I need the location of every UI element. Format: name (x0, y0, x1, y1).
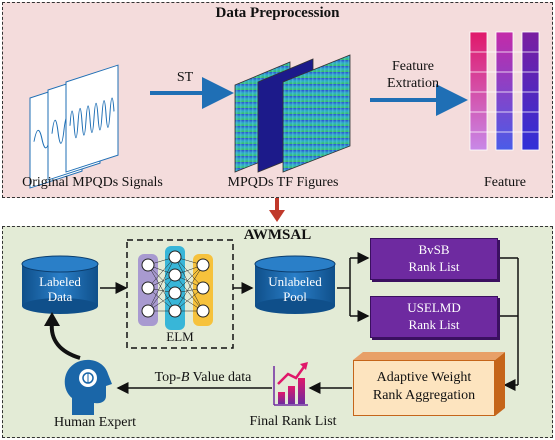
panel-connector-arrow (269, 198, 285, 222)
adaptive-weight-rank-aggregation-box: Adaptive Weight Rank Aggregation (353, 360, 495, 416)
final-rank-list-chart-icon (273, 362, 308, 406)
awmsal-title: AWMSAL (243, 227, 312, 243)
top-b-value-data-label: Top-B Value data (154, 370, 252, 385)
elm-network-icon (138, 246, 213, 330)
aggregation-box-side (495, 352, 505, 416)
human-expert-label: Human Expert (53, 415, 137, 430)
labeled-data-db-icon (21, 255, 99, 314)
st-label: ST (176, 70, 194, 85)
signals-label: Original MPQDs Signals (22, 175, 163, 190)
ranklists-to-aggregation-arrows (498, 257, 519, 391)
aggregation-box-top (353, 352, 505, 360)
unlabeled-pool-label: Unlabeled Pool (268, 274, 322, 304)
signal-pages-icon (29, 64, 119, 189)
tf-figures-icon (234, 54, 351, 173)
uselmd-rank-list-box: USELMD Rank List (370, 296, 498, 338)
feature-label: Feature (484, 175, 526, 190)
elm-box (126, 239, 234, 349)
final-rank-list-label: Final Rank List (249, 414, 337, 429)
preprocess-title: Data Preprocession (215, 5, 340, 21)
pool-to-ranklists-arrows (337, 252, 370, 322)
labeled-data-label: Labeled Data (39, 274, 81, 304)
unlabeled-pool-db-icon (254, 255, 336, 314)
bvsb-rank-list-box: BvSB Rank List (370, 238, 498, 280)
feature-columns-icon (469, 31, 540, 151)
tf-figures-label: MPQDs TF Figures (227, 175, 339, 190)
human-expert-head-icon (64, 359, 112, 415)
elm-label: ELM (166, 329, 194, 344)
feature-extraction-label: Feature Extration (386, 59, 440, 91)
expert-to-labeled-arrow (49, 321, 81, 360)
